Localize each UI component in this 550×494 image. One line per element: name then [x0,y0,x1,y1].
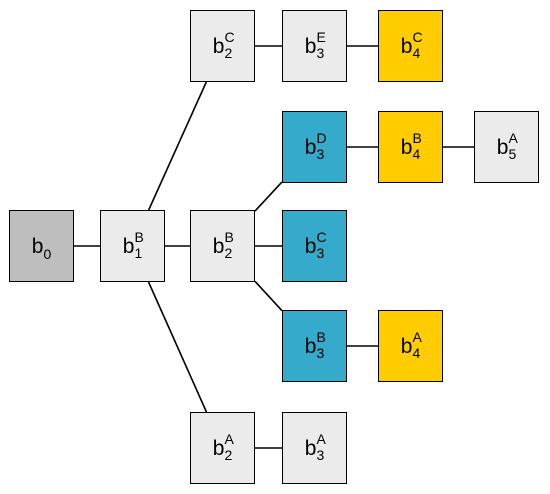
edge-b2B-b3B [254,280,283,312]
edge-b1B-b2C [147,81,208,211]
edge-b2B-b3D [254,181,283,212]
edge-b1B-b2A [147,281,208,413]
block-b0: b0 [9,210,74,282]
block-label: b0 [31,234,52,262]
